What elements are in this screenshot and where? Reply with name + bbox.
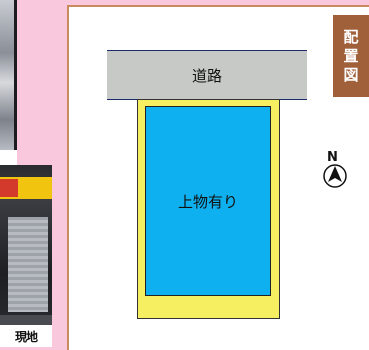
layout-tag: 配 置 図 bbox=[333, 15, 369, 97]
photo-edge bbox=[14, 0, 17, 150]
photo-caption: 現地 bbox=[0, 325, 52, 347]
road-label: 道路 bbox=[191, 66, 222, 85]
north-arrow-icon: N bbox=[322, 148, 350, 190]
tag-char-3: 図 bbox=[343, 65, 359, 84]
tag-char-2: 置 bbox=[343, 46, 359, 65]
tag-char-1: 配 bbox=[343, 27, 359, 46]
north-label: N bbox=[327, 150, 338, 165]
street-photo-top bbox=[0, 0, 17, 150]
building: 上物有り bbox=[145, 106, 271, 296]
site-photo bbox=[0, 165, 52, 347]
photo-gap bbox=[0, 150, 17, 168]
photo-sign-red-block bbox=[0, 179, 18, 197]
photo-shutter bbox=[8, 217, 48, 312]
building-label: 上物有り bbox=[177, 192, 238, 211]
road: 道路 bbox=[107, 50, 307, 100]
